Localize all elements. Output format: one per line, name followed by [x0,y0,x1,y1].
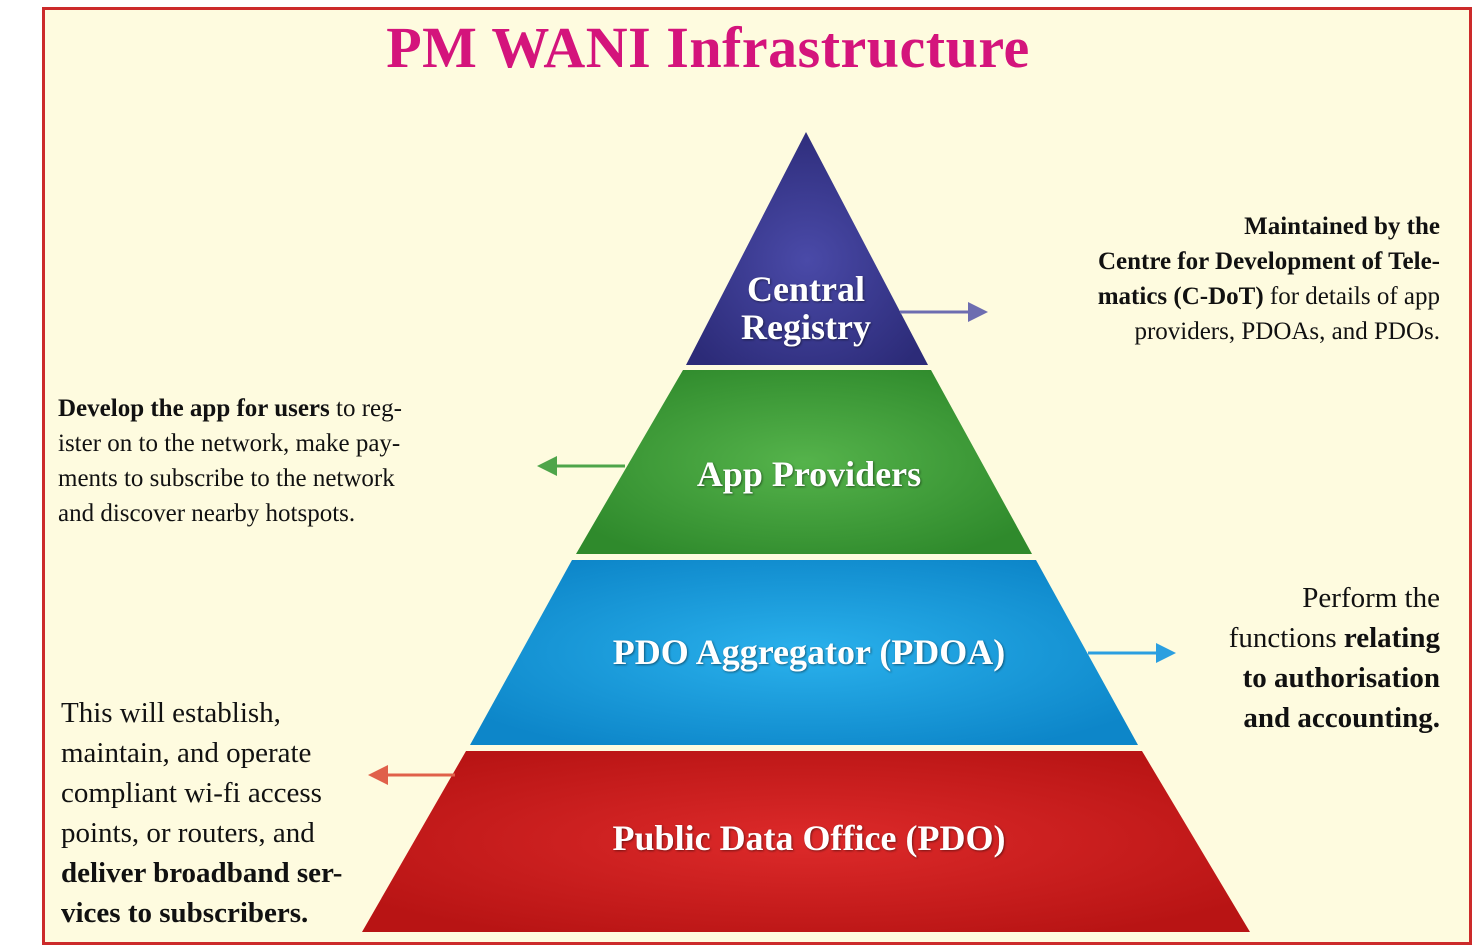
note-text: points, or routers, and [61,817,315,849]
note-text: ister on to the network, make pay- [58,430,401,457]
note-text: providers, PDOAs, and PDOs. [1134,318,1440,345]
note-text: and accounting. [1243,702,1440,734]
note-text: to authorisation [1242,662,1440,694]
arrow-pdoa [1088,643,1176,663]
tier-central-registry [686,132,928,365]
note-text: relating [1343,622,1440,654]
note-text: for details of app [1263,283,1440,310]
note-text: and discover nearby hotspots. [58,500,356,527]
tier-label-line: Registry [741,307,871,347]
tier-pdoa [470,560,1138,745]
note-text: to reg- [329,395,402,422]
note-pdoa: Perform the functions relating to author… [1140,578,1440,738]
tier-label-pdo: Public Data Office (PDO) [612,818,1006,858]
note-text: functions [1228,622,1344,654]
tier-label-pdoa: PDO Aggregator (PDOA) [612,632,1006,672]
note-text: vices to subscribers. [61,897,309,929]
tier-label-central-registry: Central Registry [706,270,906,346]
note-text: deliver broadband ser- [61,857,343,889]
tier-label-app-providers: App Providers [696,454,922,494]
note-text: Develop the app for users [58,395,330,422]
note-text: maintain, and operate [61,737,312,769]
arrow-registry [900,302,988,322]
note-pdo: This will establish, maintain, and opera… [61,693,401,933]
note-text: Maintained by the [1244,213,1440,240]
page-title: PM WANI Infrastructure [386,15,1030,80]
arrow-pdo [368,765,455,785]
note-text: matics (C-DoT) [1097,283,1264,310]
tier-pdo [362,751,1250,932]
arrow-app [537,456,625,476]
note-text: Centre for Development of Tele- [1097,248,1440,275]
note-central-registry: Maintained by the Centre for Development… [990,209,1440,349]
note-text: This will establish, [61,697,281,729]
note-text: compliant wi-fi access [61,777,322,809]
note-text: Perform the [1302,582,1440,614]
note-text: ments to subscribe to the network [58,465,395,492]
tier-app-providers [576,370,1032,554]
note-app-providers: Develop the app for users to reg- ister … [58,391,498,531]
tier-label-line: Central [747,269,865,309]
